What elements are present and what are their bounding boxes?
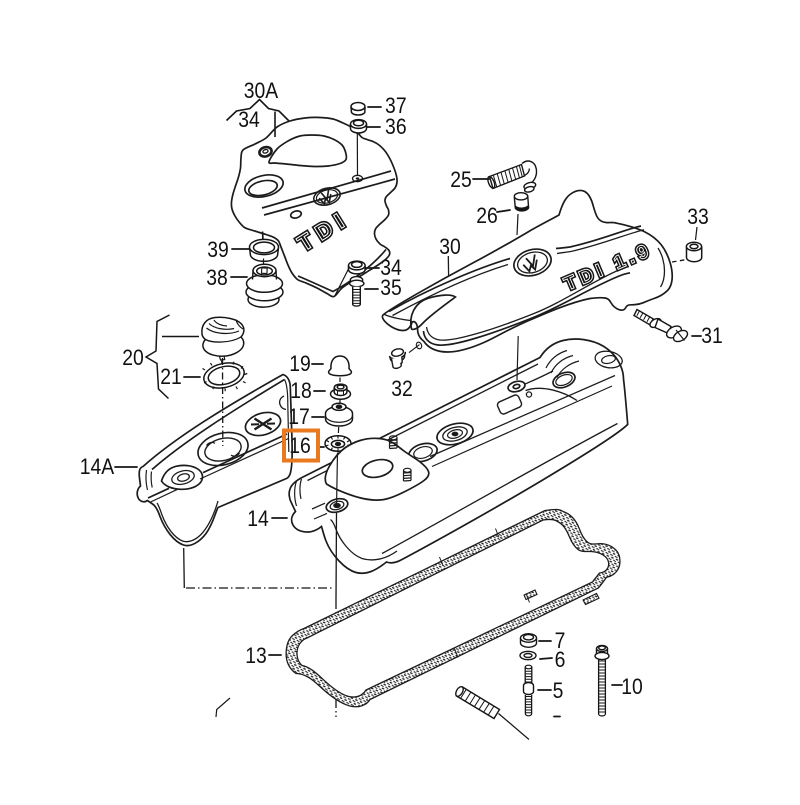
svg-text:7: 7 [555,629,566,653]
svg-text:25: 25 [450,168,472,192]
svg-text:35: 35 [380,276,402,300]
svg-text:16: 16 [289,434,311,458]
svg-text:18: 18 [290,379,312,403]
svg-text:31: 31 [701,324,723,348]
svg-text:14A: 14A [80,455,115,479]
svg-text:34: 34 [380,256,402,280]
svg-text:38: 38 [206,266,228,290]
svg-text:36: 36 [385,115,407,139]
svg-text:33: 33 [687,205,709,229]
svg-text:17: 17 [288,405,310,429]
svg-text:6: 6 [555,648,566,672]
svg-text:13: 13 [245,644,267,668]
svg-text:32: 32 [391,377,413,401]
svg-text:30A: 30A [244,79,279,103]
svg-text:39: 39 [207,238,229,262]
svg-text:30: 30 [439,235,461,259]
svg-text:20: 20 [122,346,144,370]
svg-text:37: 37 [385,94,407,118]
svg-text:14: 14 [247,507,269,531]
svg-text:19: 19 [289,352,311,376]
svg-text:10: 10 [621,675,643,699]
svg-text:21: 21 [160,365,182,389]
svg-text:5: 5 [553,679,564,703]
svg-text:34: 34 [238,108,260,132]
svg-text:26: 26 [476,204,498,228]
